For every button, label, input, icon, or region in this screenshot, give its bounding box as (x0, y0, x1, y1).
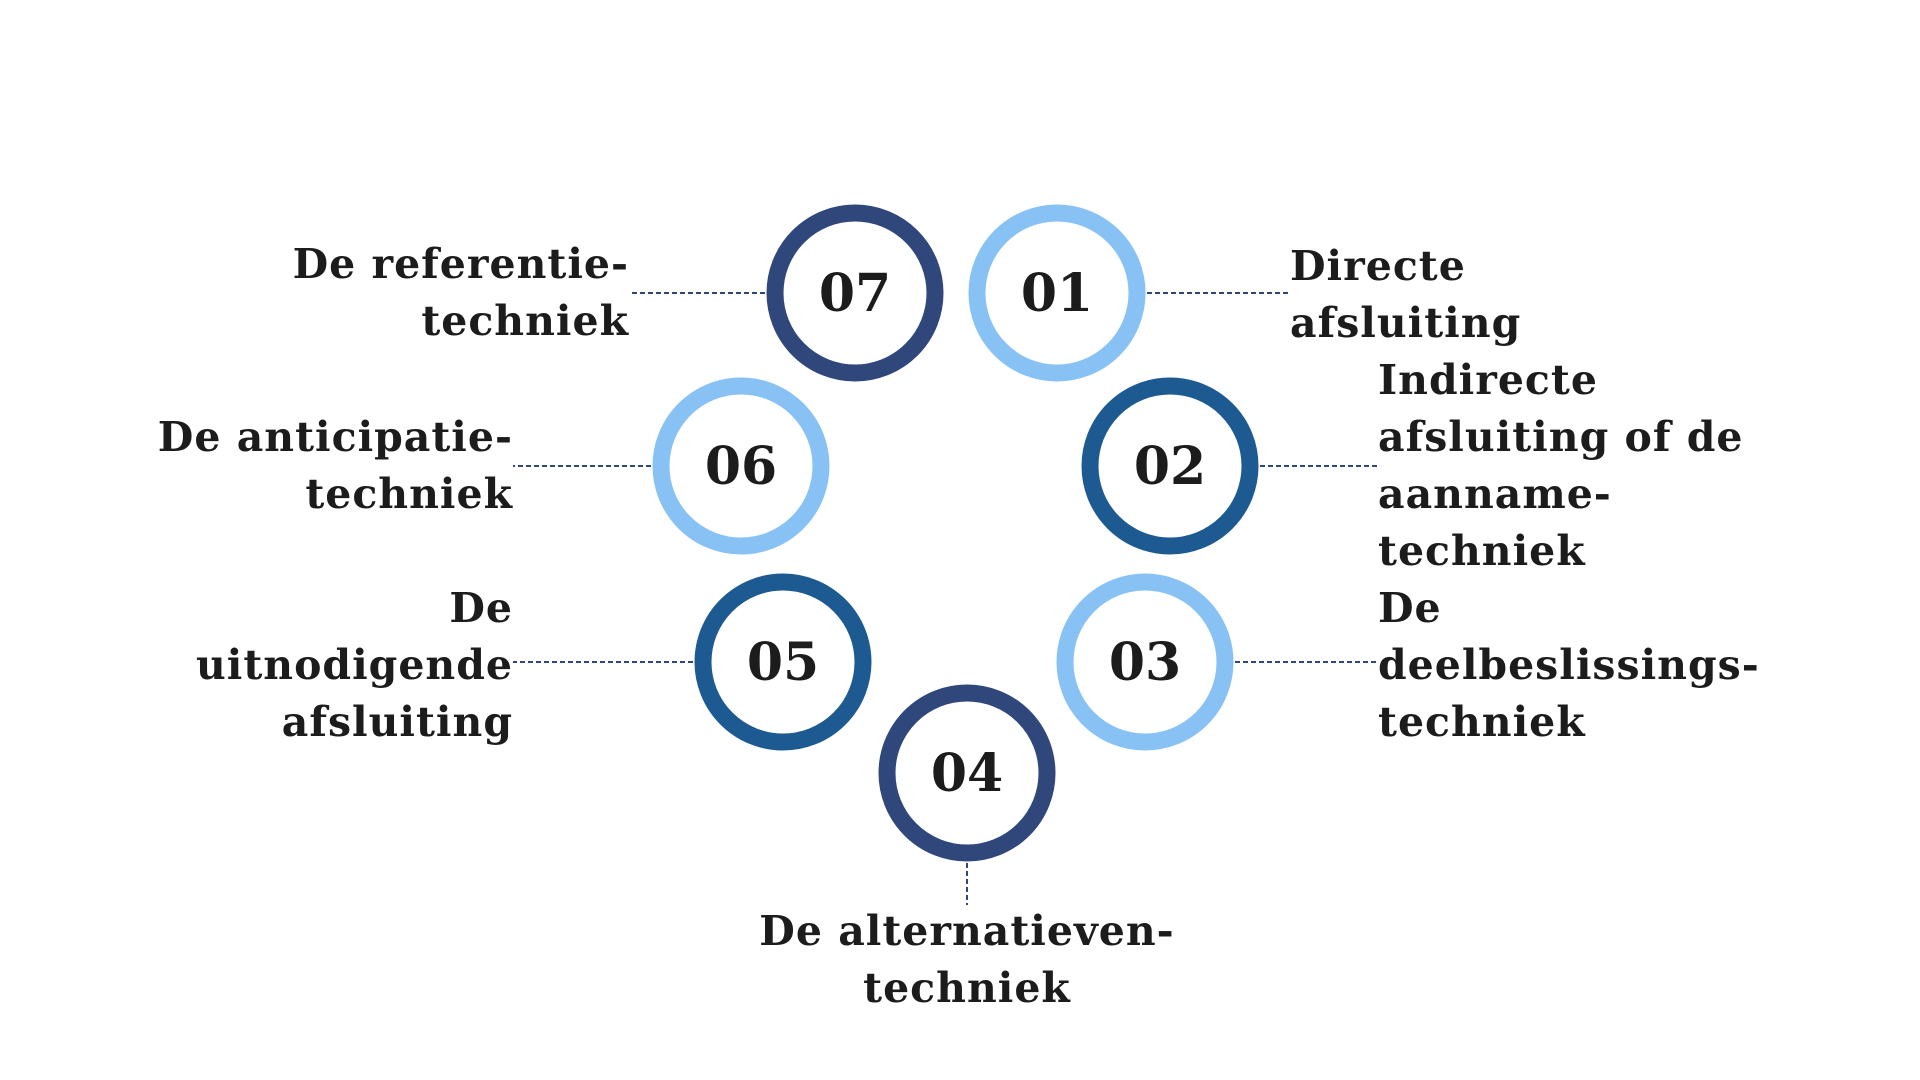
ring-circle (878, 684, 1056, 862)
step-label-05: De uitnodigende afsluiting (196, 580, 513, 751)
ring-circle (1056, 573, 1234, 751)
label-line: Indirecte (1378, 356, 1598, 404)
label-line: techniek (1378, 698, 1586, 746)
ring-circle (968, 204, 1146, 382)
step-number: 01 (1021, 263, 1093, 324)
step-label-02: Indirecte afsluiting of de aanname-technie… (1378, 352, 1744, 580)
step-label-04: De alternatieven-techniek (759, 903, 1174, 1017)
ring-circle (652, 377, 830, 555)
label-line: deelbeslissings- (1378, 641, 1760, 689)
step-ring-07: 07 (766, 204, 944, 382)
step-label-07: De referentie-techniek (293, 236, 629, 350)
step-ring-06: 06 (652, 377, 830, 555)
step-ring-04: 04 (878, 684, 1056, 862)
label-line: techniek (305, 470, 513, 518)
step-ring-02: 02 (1081, 377, 1259, 555)
label-line: techniek (863, 964, 1071, 1012)
step-label-03: De deelbeslissings-techniek (1378, 580, 1760, 751)
label-line: De alternatieven- (759, 907, 1175, 955)
label-line: techniek (421, 297, 629, 345)
step-number: 03 (1109, 632, 1181, 693)
step-number: 04 (931, 743, 1003, 804)
step-number: 05 (747, 632, 819, 693)
label-line: aanname- (1378, 470, 1612, 518)
label-line: De (1378, 584, 1442, 632)
step-ring-05: 05 (694, 573, 872, 751)
label-line: Directe (1290, 242, 1466, 290)
label-line: uitnodigende (195, 641, 513, 689)
label-line: De (449, 584, 513, 632)
connector-lines (513, 292, 1378, 905)
step-number: 07 (819, 263, 891, 324)
label-line: techniek (1378, 527, 1586, 575)
label-line: afsluiting of de (1378, 413, 1744, 461)
label-line: De referentie- (292, 240, 629, 288)
step-ring-01: 01 (968, 204, 1146, 382)
label-line: afsluiting (1290, 299, 1522, 347)
ring-circle (694, 573, 872, 751)
step-label-06: De anticipatie-techniek (158, 409, 513, 523)
step-number: 02 (1134, 436, 1206, 497)
ring-circle (766, 204, 944, 382)
label-line: De anticipatie- (157, 413, 513, 461)
ring-circle (1081, 377, 1259, 555)
step-label-01: Directe afsluiting (1290, 238, 1521, 352)
label-line: afsluiting (281, 698, 513, 746)
step-rings: 01 02 03 04 05 06 07 (652, 204, 1259, 862)
step-ring-03: 03 (1056, 573, 1234, 751)
step-number: 06 (705, 436, 777, 497)
